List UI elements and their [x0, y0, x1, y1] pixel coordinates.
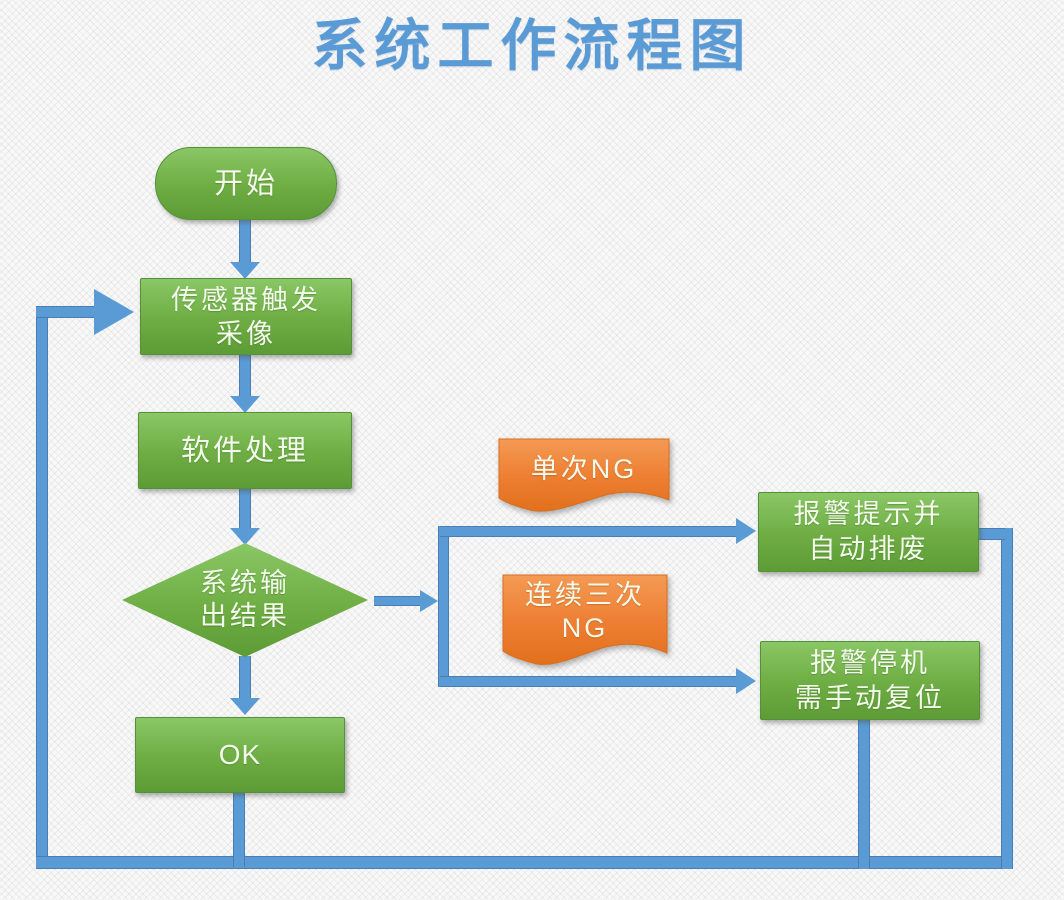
- node-process-label: 软件处理: [180, 434, 309, 467]
- arrowhead-process-to-decision-icon: [230, 528, 260, 545]
- loop-left-vertical-line: [36, 306, 48, 868]
- loop-right-vertical-line: [1001, 528, 1013, 869]
- node-alarm-reject-label: 报警提示并 自动排废: [793, 499, 944, 564]
- arrow-start-to-capture: [239, 218, 251, 264]
- node-start-label: 开始: [213, 167, 278, 200]
- arrowhead-decision-right-icon: [420, 590, 438, 612]
- node-ok: OK: [135, 717, 345, 793]
- node-capture-label: 传感器触发 采像: [171, 284, 321, 349]
- arrowhead-capture-to-process-icon: [230, 396, 260, 413]
- arrow-to-alarm-stop: [440, 676, 738, 687]
- loop-arrowhead-icon: [94, 289, 134, 335]
- alarm-reject-exit-stub-line: [975, 528, 1005, 540]
- alarm-stop-down-line: [858, 716, 870, 869]
- node-ok-label: OK: [218, 739, 262, 770]
- arrowhead-to-alarm-stop-icon: [736, 668, 756, 694]
- arrow-capture-to-process: [239, 352, 251, 398]
- ok-down-line: [233, 789, 245, 867]
- arrowhead-to-alarm-reject-icon: [736, 518, 756, 544]
- callout-single-ng: 单次NG: [498, 438, 670, 514]
- node-alarm-stop: 报警停机 需手动复位: [760, 641, 980, 720]
- wave-shape-icon: [498, 438, 670, 512]
- node-capture: 传感器触发 采像: [140, 278, 352, 355]
- arrow-decision-right: [374, 596, 422, 606]
- page-title: 系统工作流程图: [311, 14, 753, 77]
- node-decision: 系统输 出结果: [122, 543, 368, 657]
- arrowhead-decision-to-ok-icon: [230, 698, 260, 715]
- node-start: 开始: [155, 147, 337, 220]
- loop-bottom-line: [36, 856, 1013, 869]
- arrow-decision-to-ok: [239, 656, 251, 700]
- callout-triple-ng-label: 连续三次 NG: [525, 580, 645, 643]
- branch-vertical-line: [438, 526, 449, 687]
- arrowhead-start-to-capture-icon: [230, 262, 260, 279]
- callout-triple-ng: 连续三次 NG: [502, 574, 668, 668]
- wave-shape-icon: [502, 574, 668, 665]
- arrow-to-alarm-reject: [440, 526, 738, 537]
- node-process: 软件处理: [138, 412, 352, 489]
- arrow-process-to-decision: [239, 486, 251, 530]
- node-decision-label: 系统输 出结果: [200, 568, 290, 631]
- node-alarm-reject: 报警提示并 自动排废: [758, 492, 979, 572]
- callout-single-ng-label: 单次NG: [530, 454, 638, 484]
- node-alarm-stop-label: 报警停机 需手动复位: [795, 647, 945, 713]
- loop-top-stub-line: [36, 306, 96, 318]
